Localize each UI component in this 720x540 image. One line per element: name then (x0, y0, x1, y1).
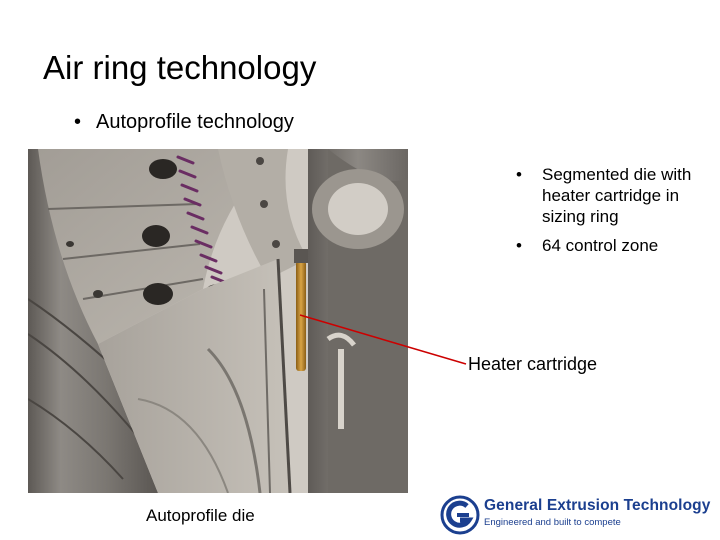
get-logo-icon (440, 495, 480, 535)
side-bullet: • Segmented die with heater cartridge in … (514, 164, 714, 227)
autoprofile-die-image (28, 149, 408, 493)
company-logo: General Extrusion Technology Engineered … (440, 493, 710, 537)
side-bullet-text: Segmented die with heater cartridge in s… (542, 165, 691, 226)
company-tagline: Engineered and built to compete (484, 517, 621, 528)
side-bullet-list: • Segmented die with heater cartridge in … (514, 164, 714, 264)
image-caption: Autoprofile die (146, 505, 255, 527)
main-bullet: •Autoprofile technology (74, 108, 294, 136)
bullet-dot: • (516, 164, 522, 185)
main-bullet-text: Autoprofile technology (96, 111, 294, 133)
company-name: General Extrusion Technology (484, 497, 710, 515)
heater-cartridge-label: Heater cartridge (468, 352, 597, 376)
side-bullet-text: 64 control zone (542, 236, 658, 255)
slide-title: Air ring technology (43, 46, 316, 90)
side-bullet: • 64 control zone (514, 235, 714, 256)
bullet-dot: • (516, 235, 522, 256)
bullet-dot: • (74, 108, 96, 136)
